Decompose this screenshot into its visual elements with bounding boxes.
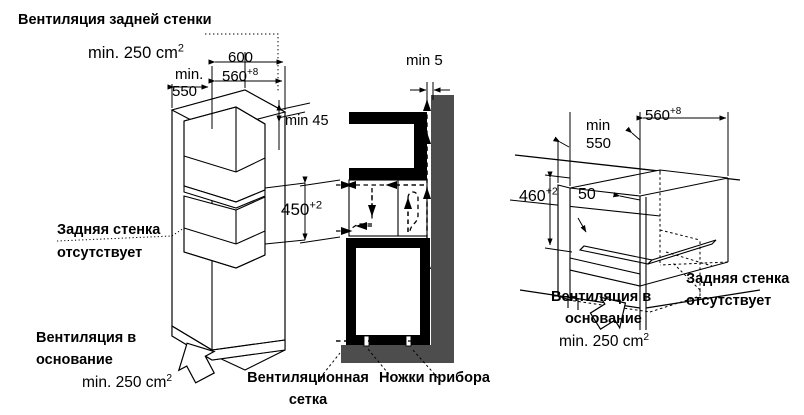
middle-callout-feet: Ножки прибора [379, 370, 490, 386]
right-depth-min-value: 550 [586, 135, 612, 152]
right-depth-min-label: min [586, 117, 611, 134]
left-niche-height-sup: +2 [309, 199, 323, 212]
middle-section-drawing [319, 82, 454, 379]
middle-wall-gap: min 5 [406, 52, 443, 69]
right-base-vent-arrow [589, 296, 627, 330]
middle-callout-grille-line1: Вентиляционная [247, 370, 369, 386]
left-dimension-lines [167, 33, 341, 245]
left-depth-min-label: min. [175, 66, 204, 83]
left-width-inner: 560+8 [222, 67, 259, 86]
left-width-inner-sup: +8 [247, 67, 259, 78]
left-callout-base-vent-value: min. 250 cm2 [82, 372, 173, 391]
right-callout-leaders [671, 261, 701, 296]
right-callout-base-vent-line2: основание [565, 311, 642, 327]
left-callout-back-wall-line2: отсутствует [57, 245, 143, 261]
left-niche-height-text: 450 [281, 200, 310, 219]
right-niche-height-text: 460 [519, 188, 546, 205]
left-callout-base-vent-value-sup: 2 [166, 372, 173, 384]
right-callout-base-vent-line1: Вентиляция в [551, 289, 652, 305]
right-cabinet-drawing [509, 154, 761, 330]
right-callout-back-wall-line2: отсутствует [686, 293, 772, 309]
left-heading-value: min. 250 cm2 [88, 42, 184, 62]
right-dimension-lines [544, 112, 729, 253]
left-depth-min-value: 550 [172, 83, 198, 100]
left-callout-base-vent-line2: основание [36, 352, 113, 368]
right-width-inner-text: 560 [645, 107, 671, 124]
right-width-inner-sup: +8 [670, 106, 682, 117]
right-callout-base-vent-value-sup: 2 [643, 331, 650, 343]
floor-fill [341, 345, 454, 363]
right-front-gap: 50 [578, 186, 596, 203]
right-callout-base-vent-value-text: min. 250 cm [559, 333, 644, 350]
left-callout-back-wall-line1: Задняя стенка [57, 222, 161, 238]
left-width-outer: 600 [228, 49, 254, 66]
wall-fill [431, 95, 454, 345]
left-callout-leaders [56, 227, 185, 242]
left-heading-value-text: min. 250 cm [88, 44, 178, 62]
right-niche-height: 460+2 [519, 185, 558, 206]
lower-appliance [346, 238, 430, 345]
left-width-inner-text: 560 [222, 68, 248, 85]
left-top-gap: min 45 [285, 113, 329, 129]
right-niche-height-sup: +2 [545, 185, 558, 198]
middle-callout-grille-line2: сетка [288, 392, 328, 408]
right-callout-back-wall-line1: Задняя стенка [686, 271, 790, 287]
right-callout-base-vent-value: min. 250 cm2 [559, 331, 650, 350]
left-heading-value-sup: 2 [177, 42, 184, 55]
left-base-vent-arrow [177, 342, 216, 384]
left-cabinet-drawing [170, 89, 287, 371]
left-callout-base-vent-line1: Вентиляция в [36, 330, 137, 346]
upper-cabinet [349, 112, 427, 180]
left-callout-base-vent-value-text: min. 250 cm [82, 374, 167, 391]
left-niche-height: 450+2 [281, 200, 322, 219]
right-width-inner: 560+8 [645, 106, 682, 125]
left-heading: Вентиляция задней стенки [18, 12, 212, 28]
